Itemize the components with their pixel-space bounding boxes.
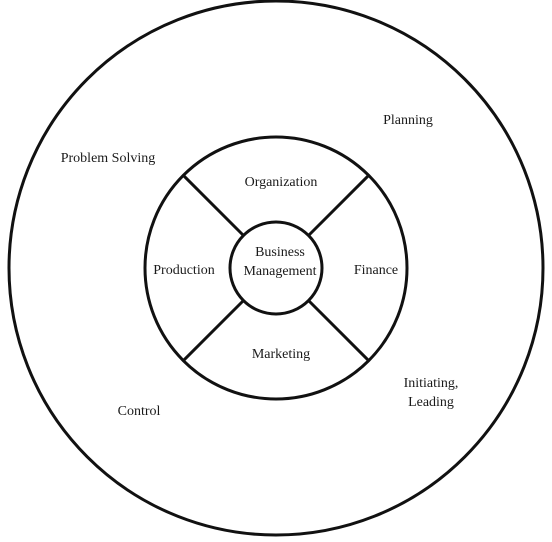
divider-top-left	[182, 174, 245, 237]
outer-label-initiating: Initiating,	[404, 376, 459, 391]
center-label-line2: Management	[243, 264, 316, 279]
inner-label-organization: Organization	[245, 175, 318, 190]
center-label-line1: Business	[255, 245, 305, 260]
divider-bottom-right	[307, 299, 370, 362]
inner-label-marketing: Marketing	[252, 347, 310, 362]
center-circle	[228, 220, 324, 316]
middle-ring-circle	[143, 135, 409, 401]
divider-bottom-left	[182, 299, 245, 362]
inner-label-production: Production	[153, 263, 214, 278]
outer-label-leading: Leading	[408, 395, 454, 410]
outer-label-control: Control	[118, 404, 161, 419]
outer-label-problem-solving: Problem Solving	[61, 151, 156, 166]
outer-ring-circle	[7, 0, 545, 537]
divider-top-right	[307, 174, 370, 237]
inner-label-finance: Finance	[354, 263, 398, 278]
outer-label-planning: Planning	[383, 113, 433, 128]
